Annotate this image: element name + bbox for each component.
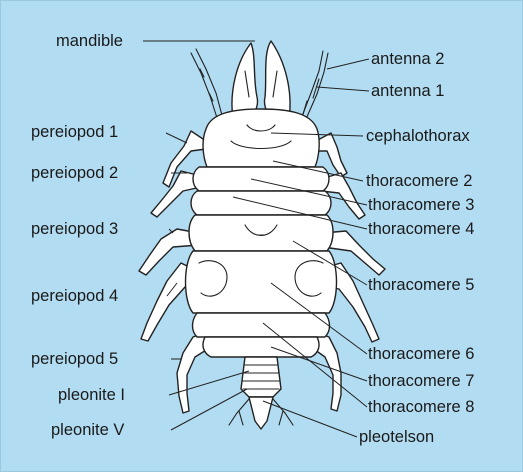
label-pereiopod-1: pereiopod 1 [31,123,118,141]
label-thoracomere-6: thoracomere 6 [368,345,474,363]
cephalothorax-shape [203,109,319,167]
label-pleotelson: pleotelson [359,428,434,446]
label-pleonite-1: pleonite I [58,386,125,404]
label-thoracomere-3: thoracomere 3 [368,196,474,214]
thoracomere-4-shape [189,215,333,251]
label-pereiopod-2: pereiopod 2 [31,164,118,182]
label-thoracomere-4: thoracomere 4 [368,220,474,238]
label-antenna-2: antenna 2 [371,50,444,68]
label-pereiopod-5: pereiopod 5 [31,350,118,368]
thoracomere-3-shape [191,191,331,215]
label-thoracomere-2: thoracomere 2 [366,172,472,190]
label-thoracomere-7: thoracomere 7 [368,372,474,390]
label-thoracomere-5: thoracomere 5 [368,276,474,294]
mandibles [232,41,290,119]
label-pereiopod-4: pereiopod 4 [31,287,118,305]
label-antenna-1: antenna 1 [371,82,444,100]
label-mandible: mandible [56,32,123,50]
pleon-shape [241,357,281,397]
label-cephalothorax: cephalothorax [366,127,470,145]
label-pleonite-5: pleonite V [51,421,124,439]
thoracomere-2-shape [193,167,329,191]
thoracomere-6-shape [193,313,330,337]
label-thoracomere-8: thoracomere 8 [368,398,474,416]
label-pereiopod-3: pereiopod 3 [31,220,118,238]
pleotelson-shape [249,397,273,429]
